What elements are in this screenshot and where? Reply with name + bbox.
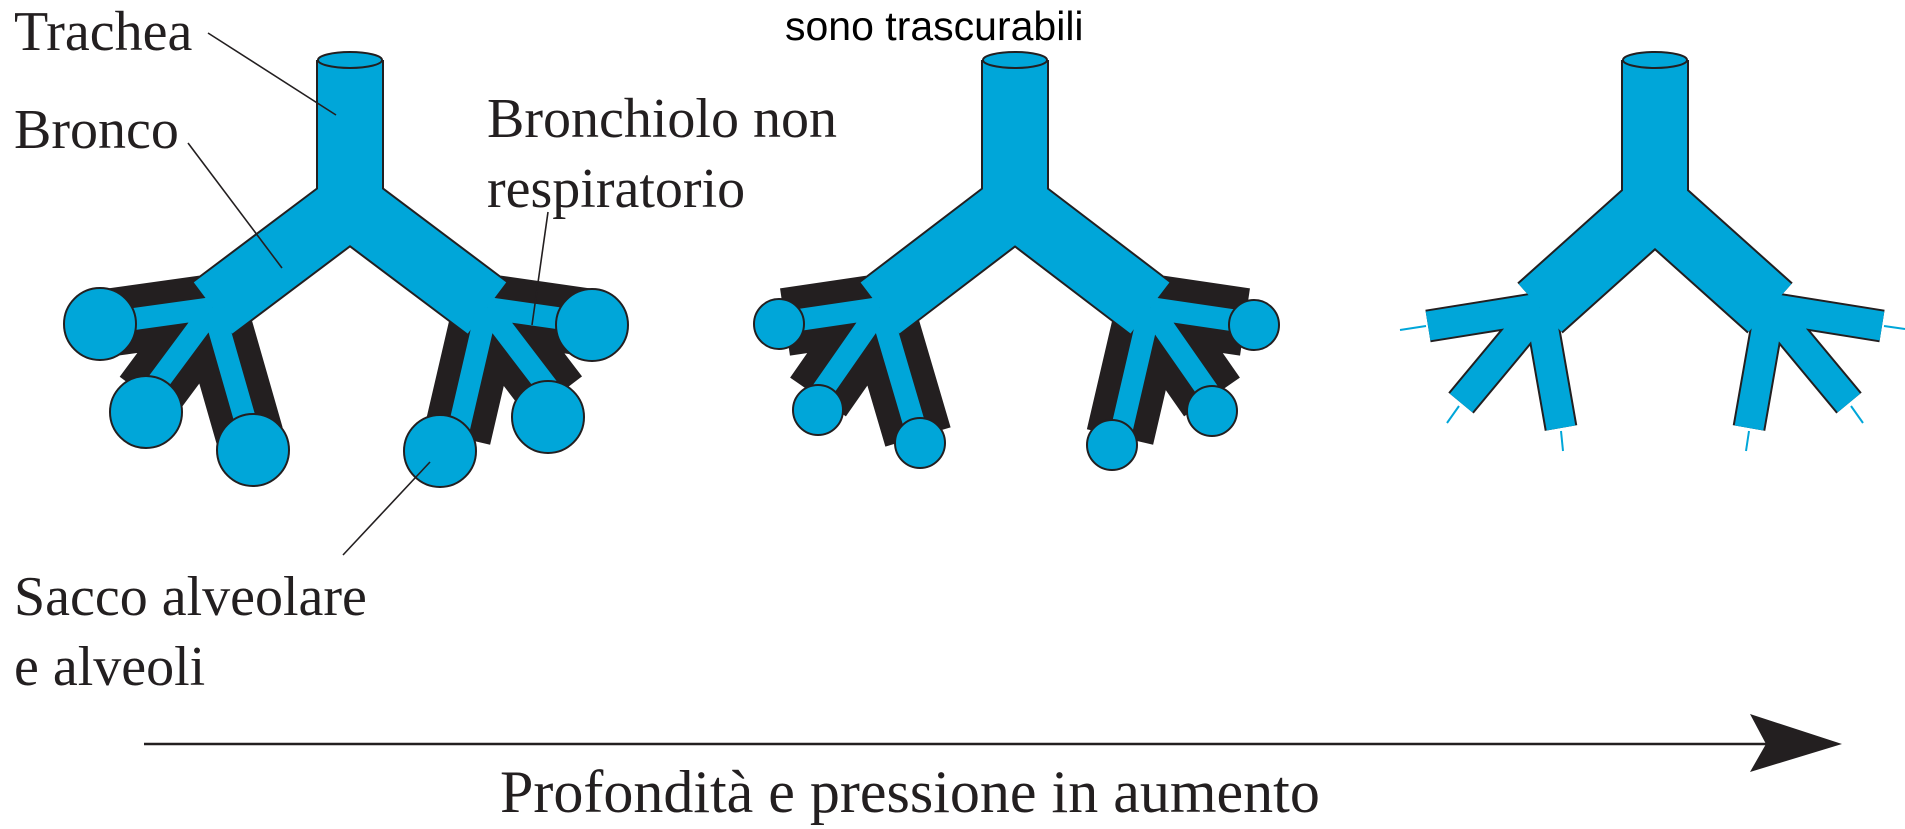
header-note: sono trascurabili	[785, 3, 1084, 49]
alveolar-sac	[110, 376, 182, 448]
alveolar-sac	[217, 414, 289, 486]
airway-fill	[1428, 60, 1882, 428]
bronchiolo-label-line2: respiratorio	[487, 158, 745, 220]
collapsed-alveolus	[1851, 406, 1863, 423]
alveolar-sac	[895, 418, 945, 468]
bronco-label: Bronco	[14, 99, 179, 161]
collapsed-alveolus	[1447, 406, 1459, 423]
collapsed-alveolus	[1884, 326, 1905, 329]
sacco-leader-line	[343, 462, 430, 555]
sacco-label-line1: Sacco alveolare	[14, 566, 367, 628]
collapsed-alveolus	[1561, 431, 1563, 451]
alveolar-sac	[64, 288, 136, 360]
collapsed-alveolus	[1746, 431, 1749, 451]
alveolar-sac	[404, 415, 476, 487]
axis-caption: Profondità e pressione in aumento	[500, 759, 1320, 825]
alveolar-sac	[1087, 420, 1137, 470]
trachea-opening	[983, 52, 1047, 68]
alveolar-sac	[512, 381, 584, 453]
trachea-opening	[318, 52, 382, 68]
alveolar-sac	[556, 289, 628, 361]
alveolar-sac	[793, 385, 843, 435]
alveolar-sac	[1229, 300, 1279, 350]
trachea-opening	[1623, 52, 1687, 68]
airway-tree-collapsed-alveoli	[1400, 52, 1905, 451]
bronchiolo-label-line1: Bronchiolo non	[487, 88, 837, 150]
collapsed-alveolus	[1400, 326, 1426, 330]
sacco-label-line2: e alveoli	[14, 636, 205, 698]
alveolar-sac	[754, 299, 804, 349]
alveolar-sac	[1187, 386, 1237, 436]
trachea-label: Trachea	[14, 1, 192, 63]
